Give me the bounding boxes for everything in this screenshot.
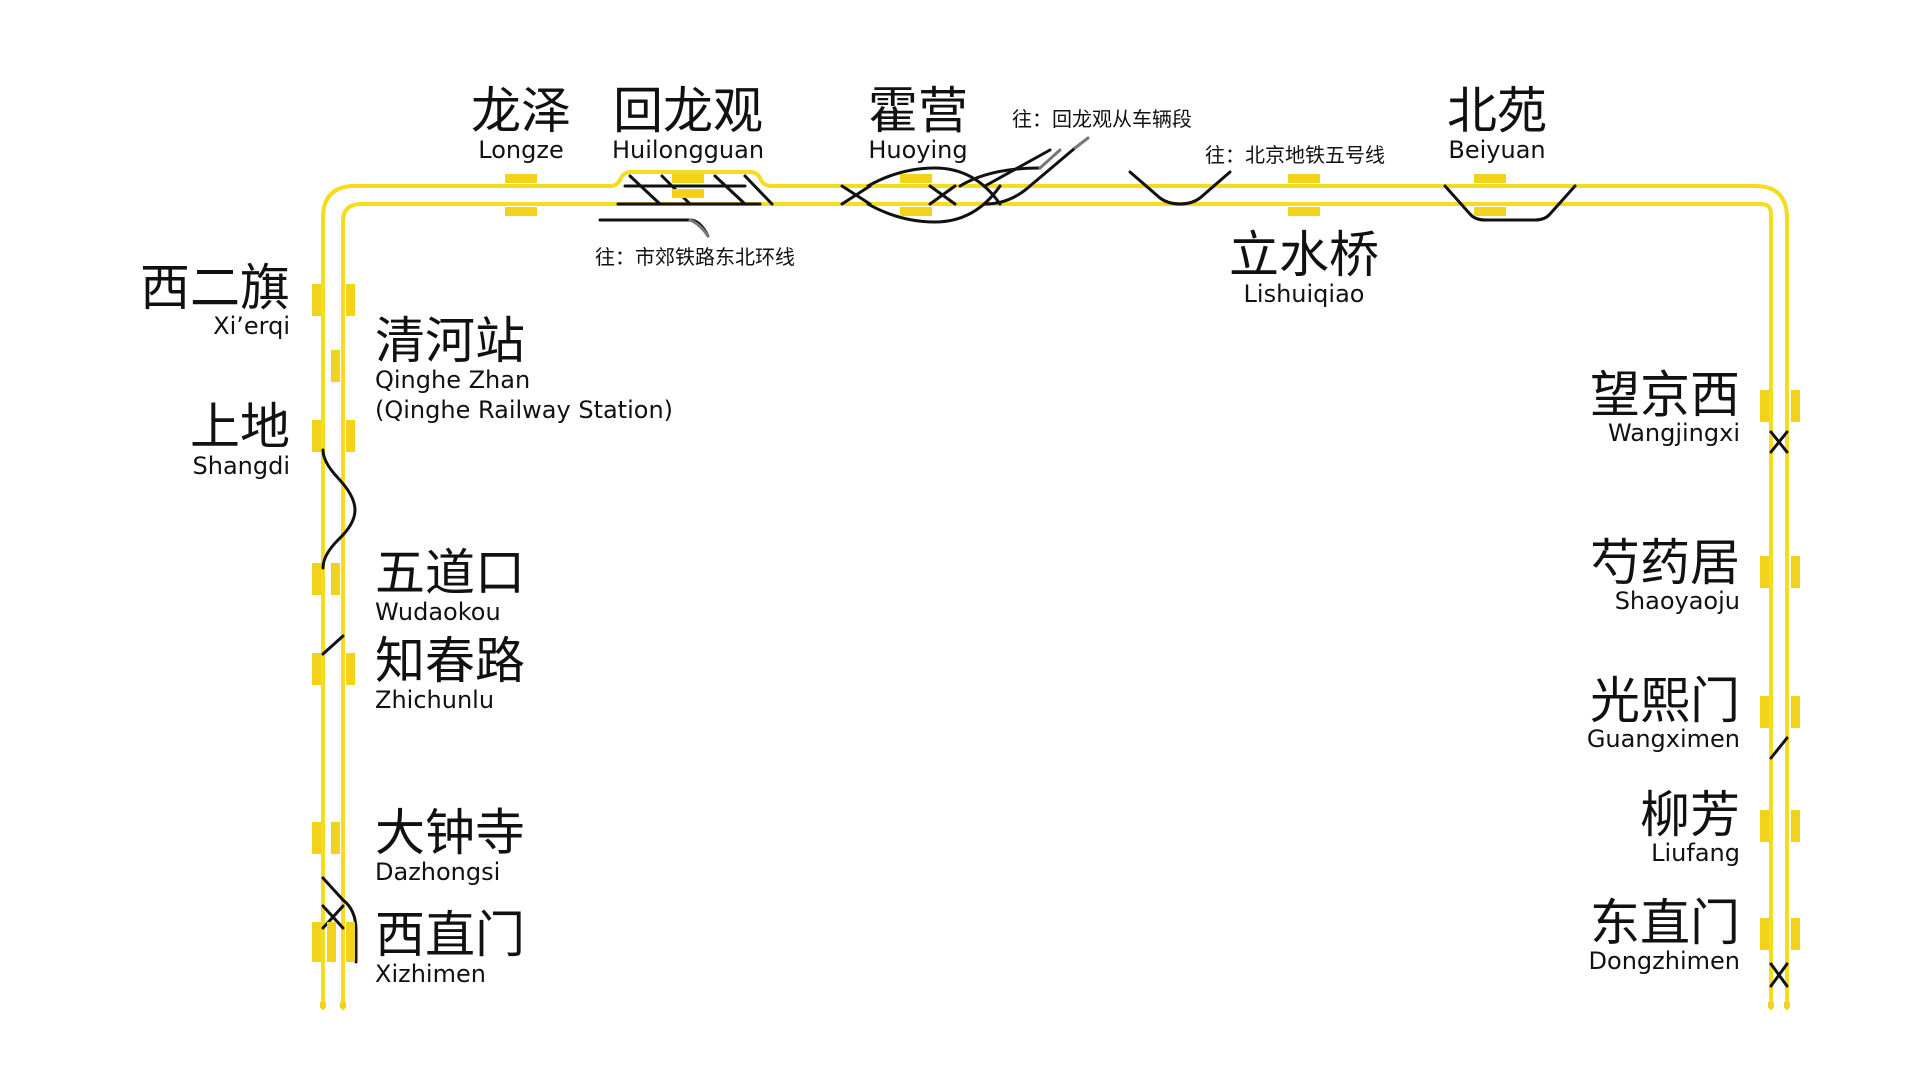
station-name-en: Beiyuan: [1448, 136, 1545, 164]
station-name-zh: 东直门: [1590, 894, 1740, 952]
station-name-zh: 清河站: [375, 312, 525, 370]
line-ends: [320, 1002, 1790, 1008]
station-name-en: Wudaokou: [375, 598, 501, 626]
station-name-zh: 北苑: [1447, 82, 1547, 140]
platform-huoying: [900, 174, 932, 183]
note-depot: 往：回龙观从车辆段: [1012, 107, 1192, 131]
station-dongzhimen: 东直门 Dongzhimen: [1589, 894, 1740, 975]
platform-lishuiqiao: [1288, 207, 1320, 216]
station-name-en: Qinghe Zhan: [375, 366, 530, 394]
platform-beiyuan: [1474, 174, 1506, 183]
station-labels: 龙泽 Longze 回龙观 Huilongguan 霍营 Huoying 立水桥…: [140, 82, 1740, 988]
station-dazhongsi: 大钟寺 Dazhongsi: [375, 804, 525, 886]
direction-leaders: [688, 136, 1090, 238]
station-qinghe: 清河站 Qinghe Zhan (Qinghe Railway Station): [375, 312, 673, 424]
station-wudaokou: 五道口 Wudaokou: [375, 544, 525, 626]
platform-beiyuan: [1474, 207, 1506, 216]
station-name-en: Shaoyaoju: [1615, 587, 1740, 615]
station-name-zh: 霍营: [868, 82, 968, 140]
station-lishuiqiao: 立水桥 Lishuiqiao: [1229, 226, 1379, 308]
station-name-zh: 龙泽: [471, 82, 571, 140]
station-name-en-2: (Qinghe Railway Station): [375, 396, 673, 424]
direction-notes: 往：回龙观从车辆段 往：北京地铁五号线 往：市郊铁路东北环线: [595, 107, 1385, 269]
station-name-en: Zhichunlu: [375, 686, 494, 714]
station-name-zh: 回龙观: [613, 82, 763, 140]
station-zhichunlu: 知春路 Zhichunlu: [375, 632, 525, 714]
platform-longze: [505, 207, 537, 216]
station-name-en: Xizhimen: [375, 960, 486, 988]
station-guangximen: 光熙门 Guangximen: [1587, 672, 1740, 753]
station-name-zh: 西二旗: [140, 259, 290, 317]
station-longze: 龙泽 Longze: [471, 82, 571, 164]
note-line5: 往：北京地铁五号线: [1205, 143, 1385, 167]
station-name-en: Xi’erqi: [213, 312, 290, 340]
station-name-en: Lishuiqiao: [1244, 280, 1365, 308]
station-name-en: Dongzhimen: [1589, 947, 1740, 975]
station-name-en: Wangjingxi: [1608, 419, 1740, 447]
station-name-zh: 五道口: [375, 544, 525, 602]
station-name-zh: 望京西: [1590, 366, 1740, 424]
station-liufang: 柳芳 Liufang: [1640, 786, 1740, 867]
platform-huoying: [900, 207, 932, 216]
station-shangdi: 上地 Shangdi: [190, 398, 290, 480]
platform-huilongguan: [672, 189, 704, 198]
station-name-en: Huoying: [868, 136, 967, 164]
station-xierqi: 西二旗 Xi’erqi: [140, 259, 290, 340]
station-name-en: Dazhongsi: [375, 858, 500, 886]
station-huoying: 霍营 Huoying: [868, 82, 968, 164]
station-name-en: Shangdi: [193, 452, 291, 480]
station-name-zh: 知春路: [375, 632, 525, 690]
station-xizhimen: 西直门 Xizhimen: [375, 906, 525, 988]
station-name-zh: 光熙门: [1590, 672, 1740, 730]
station-name-zh: 立水桥: [1229, 226, 1379, 284]
platforms: [312, 174, 1800, 962]
outer-track: [321, 170, 1789, 1010]
platform-longze: [505, 174, 537, 183]
inner-track: [341, 202, 1773, 1010]
station-name-zh: 柳芳: [1640, 786, 1740, 844]
note-railway: 往：市郊铁路东北环线: [595, 245, 795, 269]
station-name-en: Huilongguan: [612, 136, 764, 164]
main-line: [321, 170, 1789, 1010]
station-name-en: Liufang: [1651, 839, 1740, 867]
platform-huilongguan: [672, 174, 704, 183]
platform-lishuiqiao: [1288, 174, 1320, 183]
station-name-zh: 上地: [190, 398, 290, 456]
station-beiyuan: 北苑 Beiyuan: [1447, 82, 1547, 164]
station-wangjingxi: 望京西 Wangjingxi: [1590, 366, 1740, 447]
station-shaoyaoju: 芍药居 Shaoyaoju: [1590, 534, 1740, 615]
auxiliary-tracks: [321, 146, 1789, 988]
station-name-zh: 大钟寺: [375, 804, 525, 862]
station-huilongguan: 回龙观 Huilongguan: [612, 82, 764, 164]
station-name-en: Guangximen: [1587, 725, 1740, 753]
station-name-zh: 芍药居: [1590, 534, 1740, 592]
station-name-zh: 西直门: [375, 906, 525, 964]
station-name-en: Longze: [478, 136, 563, 164]
